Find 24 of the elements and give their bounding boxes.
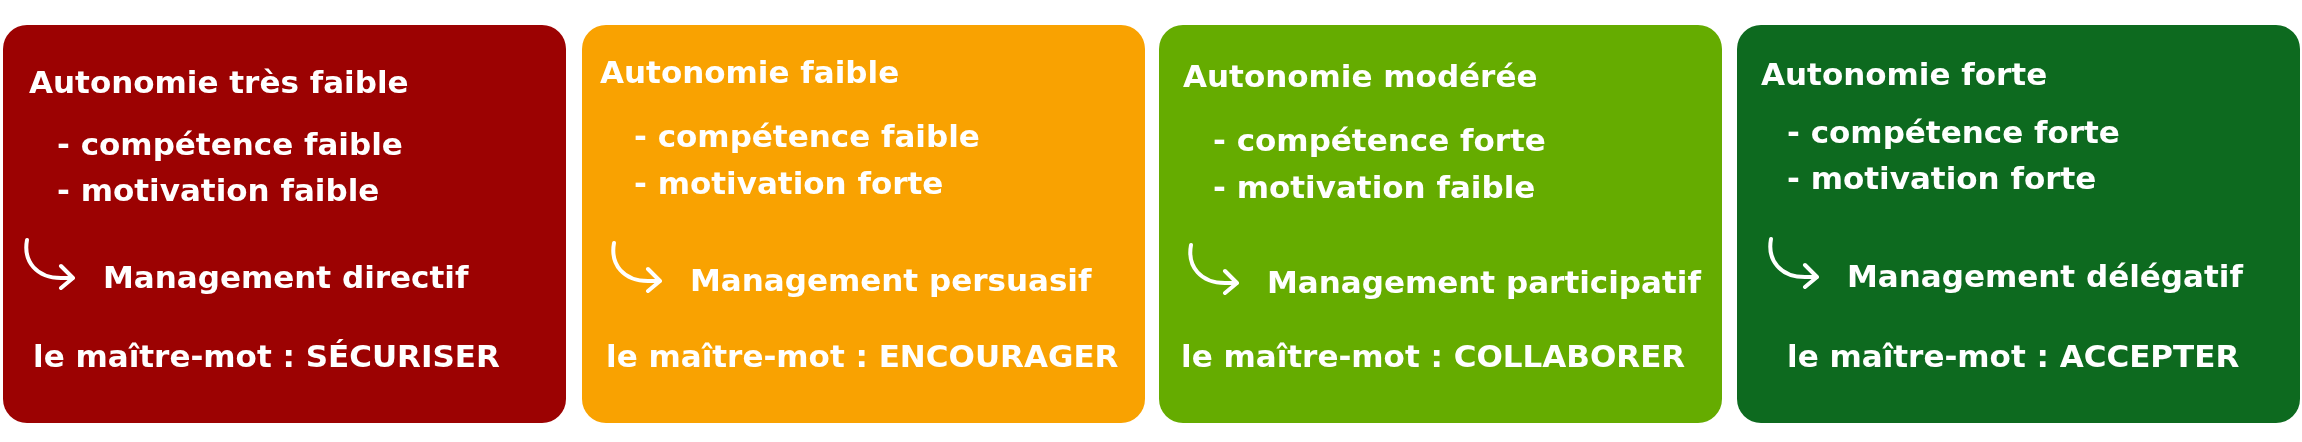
card-heading: Autonomie faible xyxy=(600,53,900,91)
management-style: Management directif xyxy=(103,258,469,296)
management-style: Management délégatif xyxy=(1847,257,2243,295)
category-card xyxy=(1737,25,2300,423)
list-item: - compétence faible xyxy=(57,125,403,163)
list-item: - compétence forte xyxy=(1213,121,1546,159)
card-heading: Autonomie très faible xyxy=(29,63,409,101)
list-item: - compétence forte xyxy=(1787,113,2120,151)
management-style: Management persuasif xyxy=(690,261,1092,299)
category-card xyxy=(1159,25,1722,423)
category-card xyxy=(3,25,566,423)
key-word-line: le maître-mot : ENCOURAGER xyxy=(606,337,1119,375)
card-heading: Autonomie forte xyxy=(1761,55,2048,93)
card-heading: Autonomie modérée xyxy=(1183,57,1538,95)
list-item: - compétence faible xyxy=(634,117,980,155)
management-style: Management participatif xyxy=(1267,263,1701,301)
list-item: - motivation forte xyxy=(634,164,944,202)
key-word-line: le maître-mot : ACCEPTER xyxy=(1787,337,2240,375)
list-item: - motivation faible xyxy=(1213,168,1536,206)
category-card xyxy=(582,25,1145,423)
key-word-line: le maître-mot : COLLABORER xyxy=(1181,337,1686,375)
list-item: - motivation forte xyxy=(1787,159,2097,197)
list-item: - motivation faible xyxy=(57,171,380,209)
key-word-line: le maître-mot : SÉCURISER xyxy=(33,337,500,375)
